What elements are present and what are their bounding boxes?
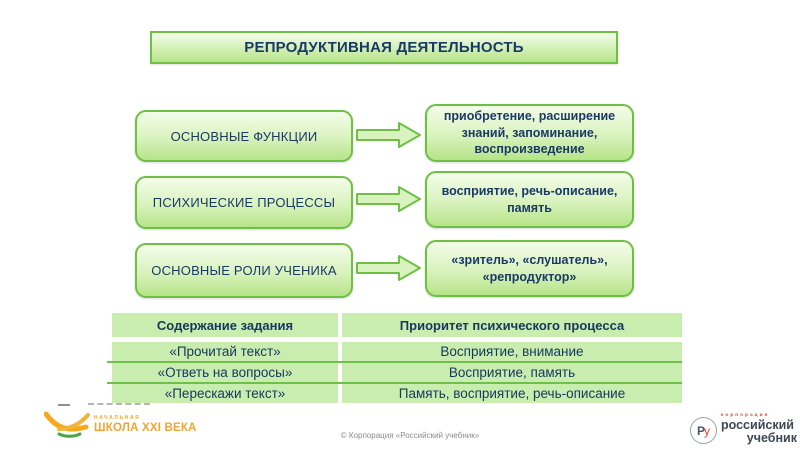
school-logo-text: НАЧАЛЬНАЯ ШКОЛА XXI ВЕКА (94, 414, 197, 435)
arrow-right-icon (356, 122, 421, 148)
school-xxi-logo: НАЧАЛЬНАЯ ШКОЛА XXI ВЕКА (44, 410, 197, 440)
monogram-letter-u: у (704, 423, 710, 438)
table-row: «Ответь на вопросы» Восприятие, память (112, 363, 682, 382)
table-cell-task: «Ответь на вопросы» (112, 363, 338, 382)
row-separator (107, 361, 682, 363)
arrow-right-icon (356, 255, 421, 281)
table-body: «Прочитай текст» Восприятие, внимание «О… (107, 342, 682, 403)
table-header-priority: Приоритет психического процесса (342, 313, 682, 337)
slide-title: РЕПРОДУКТИВНАЯ ДЕЯТЕЛЬНОСТЬ (150, 31, 618, 64)
task-priority-table: Содержание задания Приоритет психическог… (107, 313, 682, 403)
table-header-task: Содержание задания (112, 313, 338, 337)
diagram-label-roles: ОСНОВНЫЕ РОЛИ УЧЕНИКА (135, 243, 353, 298)
diagram-result-functions: приобретение, расширение знаний, запомин… (425, 104, 634, 162)
publisher-logo-line1: российский (721, 417, 794, 432)
watermark-dash (58, 404, 70, 406)
bird-icon (44, 411, 90, 438)
table-row: «Прочитай текст» Восприятие, внимание (112, 342, 682, 361)
diagram-result-roles: «зритель», «слушатель», «репродуктор» (425, 240, 634, 297)
monogram-letter-p: Р (696, 423, 705, 438)
table-cell-task: «Прочитай текст» (112, 342, 338, 361)
table-cell-task: «Перескажи текст» (112, 384, 338, 403)
table-cell-priority: Восприятие, внимание (342, 342, 682, 361)
table-cell-priority: Память, восприятие, речь-описание (342, 384, 682, 403)
table-cell-priority: Восприятие, память (342, 363, 682, 382)
diagram-result-processes: восприятие, речь-описание, память (425, 171, 634, 228)
diagram-label-functions: ОСНОВНЫЕ ФУНКЦИИ (135, 110, 353, 162)
publisher-logo-small-label: корпорация (721, 412, 770, 417)
table-row: «Перескажи текст» Память, восприятие, ре… (112, 384, 682, 403)
table-header-row: Содержание задания Приоритет психическог… (112, 313, 682, 337)
school-logo-small-label: НАЧАЛЬНАЯ (94, 414, 141, 421)
publisher-logo-line2: учебник (746, 430, 797, 445)
copyright-text: © Корпорация «Российский учебник» (340, 431, 480, 440)
publisher-logo-text: корпорация российский учебник (721, 412, 797, 445)
publisher-monogram-icon: Р у (690, 417, 717, 444)
arrow-right-icon (356, 186, 421, 212)
diagram-label-processes: ПСИХИЧЕСКИЕ ПРОЦЕССЫ (135, 176, 353, 229)
row-separator (107, 382, 682, 384)
watermark-dotted-line (88, 403, 150, 405)
school-logo-main-label: ШКОЛА XXI ВЕКА (94, 421, 197, 434)
